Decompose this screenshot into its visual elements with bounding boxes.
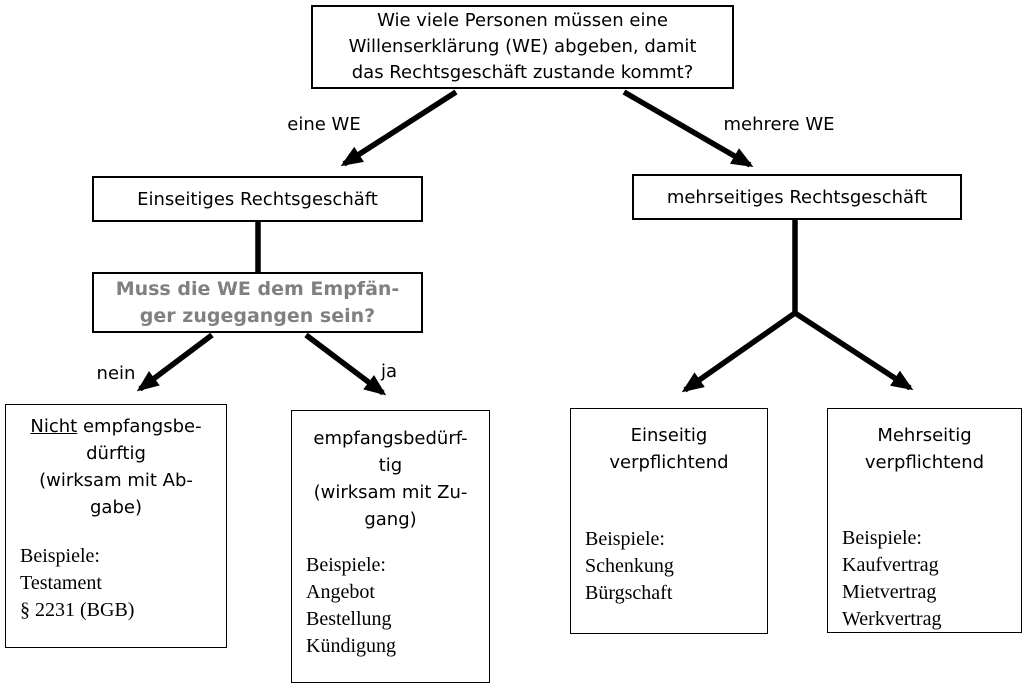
question-line: das Rechtsgeschäft zustande kommt?	[351, 62, 694, 83]
example-line: Beispiele:	[306, 554, 386, 576]
edge-label-eine-we: eine WE	[287, 114, 361, 135]
heading-line: Nicht empfangsbe-	[6, 413, 226, 440]
arrow-eine-we	[340, 89, 458, 167]
example-line: Schenkung	[585, 555, 674, 577]
heading-line: gang)	[364, 509, 417, 530]
example-line: Bürgschaft	[585, 582, 673, 604]
examples-list: Beispiele: Angebot Bestellung Kündigung	[306, 552, 485, 660]
examples-list: Beispiele: Kaufvertrag Mietvertrag Werkv…	[842, 525, 1017, 633]
underlined-word: Nicht	[30, 416, 78, 437]
arrow-ja	[304, 332, 387, 396]
examples-list: Beispiele: Testament § 2231 (BGB)	[20, 543, 222, 624]
leaf-heading: Nicht empfangsbe- dürftig (wirksam mit A…	[6, 405, 226, 521]
leaf-heading: Einseitig verpflichtend	[571, 409, 767, 476]
example-line: Beispiele:	[842, 527, 922, 549]
box-mehrseitiges-rechtsgeschaeft: mehrseitiges Rechtsgeschäft	[632, 174, 962, 220]
example-line: Kaufvertrag	[842, 554, 939, 576]
example-line: Beispiele:	[20, 545, 100, 567]
question-line: Willenserklärung (WE) abgeben, damit	[348, 36, 697, 57]
example-line: Angebot	[306, 581, 375, 603]
example-line: § 2231 (BGB)	[20, 599, 135, 621]
box-nicht-empfangsbeduerftig: Nicht empfangsbe- dürftig (wirksam mit A…	[5, 404, 227, 648]
arrow-nein	[136, 332, 214, 392]
arrow-einseitig-verpflichtend	[681, 310, 797, 393]
question-box: Wie viele Personen müssen eine Willenser…	[311, 5, 734, 89]
examples-list: Beispiele: Schenkung Bürgschaft	[585, 526, 763, 607]
heading-line: gabe)	[90, 497, 142, 518]
heading-line: (wirksam mit Ab-	[39, 470, 193, 491]
box-empfangsbeduerftig: empfangsbedürf- tig (wirksam mit Zu- gan…	[291, 410, 490, 683]
heading-line: dürftig	[86, 443, 146, 464]
example-line: Kündigung	[306, 635, 396, 657]
example-line: Testament	[20, 572, 102, 594]
edge-label-mehrere-we: mehrere WE	[723, 114, 835, 135]
example-line: Bestellung	[306, 608, 392, 630]
heading-line: empfangsbedürf-	[313, 428, 468, 449]
arrow-mehrseitig-verpflichtend	[793, 310, 914, 391]
heading-line: verpflichtend	[864, 452, 985, 473]
example-line: Mietvertrag	[842, 581, 937, 603]
leaf-heading: empfangsbedürf- tig (wirksam mit Zu- gan…	[292, 411, 489, 533]
heading-line: (wirksam mit Zu-	[313, 482, 468, 503]
arrow-mehrere-we	[622, 89, 754, 168]
heading-line-rest: empfangsbe-	[77, 416, 202, 437]
question-box-empfaenger: Muss die WE dem Empfän- ger zugegangen s…	[92, 272, 423, 333]
heading-line: tig	[378, 455, 403, 476]
heading-line: Einseitig	[630, 425, 708, 446]
box-einseitig-verpflichtend: Einseitig verpflichtend Beispiele: Schen…	[570, 408, 768, 634]
heading-line: Mehrseitig	[877, 425, 972, 446]
question-line: Muss die WE dem Empfän-	[115, 277, 400, 300]
leaf-heading: Mehrseitig verpflichtend	[828, 409, 1021, 476]
question-line: Wie viele Personen müssen eine	[377, 10, 668, 31]
box-mehrseitig-verpflichtend: Mehrseitig verpflichtend Beispiele: Kauf…	[827, 408, 1022, 633]
heading-line: verpflichtend	[609, 452, 729, 473]
example-line: Werkvertrag	[842, 608, 942, 630]
edge-label-nein: nein	[96, 363, 136, 384]
example-line: Beispiele:	[585, 528, 665, 550]
box-einseitiges-rechtsgeschaeft: Einseitiges Rechtsgeschäft	[92, 176, 423, 222]
question-line: ger zugegangen sein?	[139, 304, 376, 327]
edge-label-ja: ja	[380, 361, 398, 382]
